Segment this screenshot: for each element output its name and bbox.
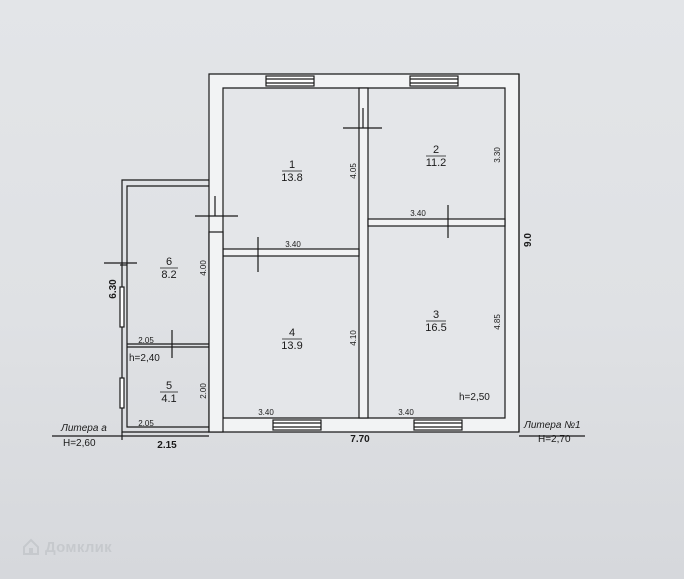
litera-annex-height: H=2,60 [63, 438, 96, 449]
litera-annex-label: Литера а [60, 423, 107, 434]
dim-room2-width: 3.40 [410, 209, 426, 218]
room-3-number: 3 [433, 309, 439, 321]
litera-main-height: H=2,70 [538, 434, 571, 445]
dim-room3-bottom: 3.40 [398, 408, 414, 417]
dim-room6-height: 4.00 [199, 260, 208, 276]
annex-window-left-2 [119, 377, 125, 409]
dim-annex-width: 2.15 [157, 440, 177, 451]
partition-1-4 [222, 248, 360, 257]
annex-window-left [119, 286, 125, 328]
room-5-area: 4.1 [161, 393, 176, 405]
partition-2-3 [367, 218, 506, 227]
central-partition [358, 87, 369, 419]
watermark: Домклик [22, 538, 112, 556]
dim-room2-height: 3.30 [493, 147, 502, 163]
room-4-number: 4 [289, 327, 295, 339]
dim-annex-height: 6.30 [108, 279, 119, 299]
dim-total-height: 9.0 [523, 233, 534, 247]
room-6-number: 6 [166, 256, 172, 268]
annex-wall-lower [208, 231, 224, 433]
room-4-area: 13.9 [281, 340, 302, 352]
room-1-number: 1 [289, 159, 295, 171]
dim-room4-bottom: 3.40 [258, 408, 274, 417]
window-bottom-left [272, 419, 322, 431]
dim-room1-width: 3.40 [285, 240, 301, 249]
annex-inner-line [126, 185, 209, 428]
dim-room3-height: 4.85 [493, 314, 502, 330]
room-3-area: 16.5 [425, 322, 446, 334]
dim-room1-height: 4.05 [349, 163, 358, 179]
dim-room5-width: 2.05 [138, 336, 154, 345]
room-1-area: 13.8 [281, 172, 302, 184]
watermark-text: Домклик [45, 538, 112, 556]
window-bottom-right [413, 419, 463, 431]
dim-main-width: 7.70 [350, 434, 370, 445]
house-icon [23, 538, 39, 555]
main-ceiling-height: h=2,50 [459, 392, 490, 403]
window-top-right [409, 75, 459, 87]
dim-room5-height: 2.00 [199, 383, 208, 399]
room-2-number: 2 [433, 144, 439, 156]
room-5-number: 5 [166, 380, 172, 392]
litera-main-label: Литера №1 [523, 420, 581, 431]
annex-ceiling-height: h=2,40 [129, 353, 160, 364]
window-top-left [265, 75, 315, 87]
room-6-area: 8.2 [161, 269, 176, 281]
dim-room4-height: 4.10 [349, 330, 358, 346]
room-2-area: 11.2 [426, 157, 447, 169]
dim-annex-bottom: 2.05 [138, 419, 154, 428]
